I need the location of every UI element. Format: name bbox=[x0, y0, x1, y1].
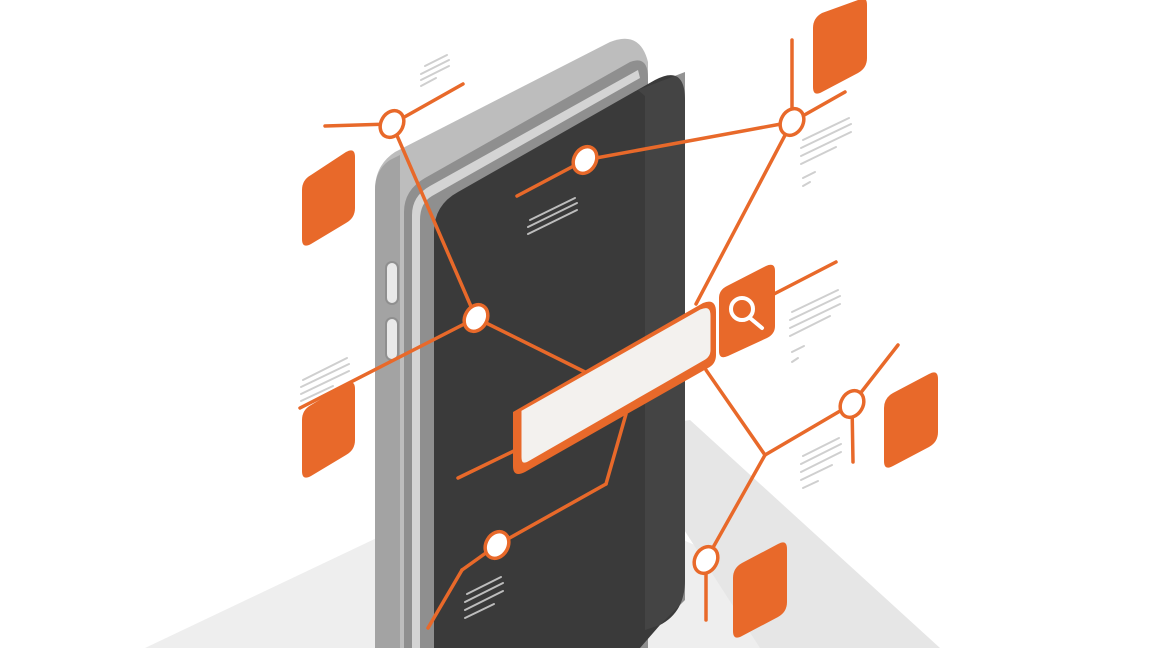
phone bbox=[375, 38, 685, 648]
floor-highlight bbox=[620, 420, 940, 648]
text-placeholder bbox=[420, 54, 450, 87]
text-placeholder bbox=[527, 197, 578, 235]
placeholder-text-blocks bbox=[300, 54, 852, 619]
orange-tiles bbox=[302, 0, 938, 638]
text-placeholder bbox=[800, 117, 852, 187]
tile bbox=[733, 542, 787, 638]
text-placeholder bbox=[300, 357, 350, 402]
text-placeholder bbox=[800, 437, 842, 489]
node bbox=[838, 388, 866, 420]
phone-side-shadow bbox=[375, 155, 400, 648]
node bbox=[462, 302, 490, 334]
text-placeholder bbox=[789, 289, 841, 363]
search-button[interactable] bbox=[719, 264, 775, 358]
volume-down-button bbox=[385, 317, 399, 361]
tile bbox=[884, 372, 938, 468]
node bbox=[692, 544, 720, 576]
node bbox=[378, 108, 406, 140]
network-nodes bbox=[378, 106, 866, 576]
search-icon bbox=[729, 296, 764, 330]
tile bbox=[813, 0, 867, 94]
node bbox=[483, 529, 511, 561]
search-button-body[interactable] bbox=[719, 264, 775, 358]
tile bbox=[302, 382, 355, 478]
phone-screen bbox=[434, 75, 685, 648]
node bbox=[571, 144, 599, 176]
search-bar bbox=[513, 301, 716, 474]
volume-up-button bbox=[385, 261, 399, 305]
search-input[interactable] bbox=[518, 305, 714, 466]
node bbox=[778, 106, 806, 138]
tile bbox=[302, 150, 355, 246]
text-placeholder bbox=[464, 576, 504, 619]
